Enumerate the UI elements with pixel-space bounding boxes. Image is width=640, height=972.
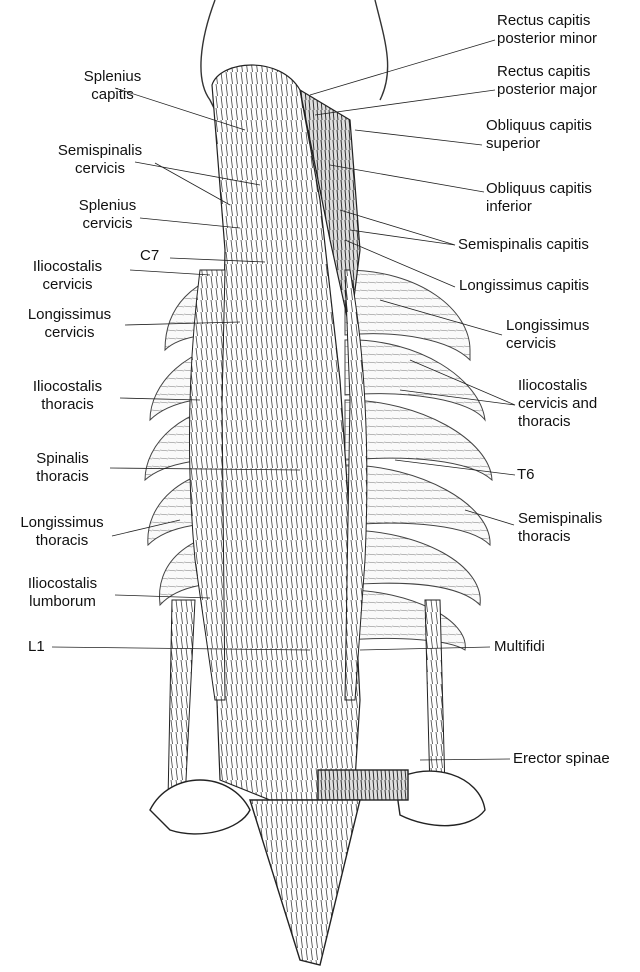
label-obliquus-capitis-superior: Obliquus capitis superior bbox=[486, 117, 592, 153]
label-rectus-capitis-posterior-major: Rectus capitis posterior major bbox=[497, 63, 597, 99]
erector-spinae-column bbox=[212, 65, 360, 800]
label-multifidi: Multifidi bbox=[494, 638, 545, 656]
label-longissimus-thoracis: Longissimus thoracis bbox=[2, 514, 122, 550]
label-splenius-capitis: Splenius capitis bbox=[55, 68, 170, 104]
label-longissimus-capitis: Longissimus capitis bbox=[459, 277, 589, 295]
label-iliocostalis-thoracis: Iliocostalis thoracis bbox=[10, 378, 125, 414]
label-obliquus-capitis-inferior: Obliquus capitis inferior bbox=[486, 180, 592, 216]
label-longissimus-cervicis-right: Longissimus cervicis bbox=[506, 317, 589, 353]
label-longissimus-cervicis-left: Longissimus cervicis bbox=[12, 306, 127, 342]
label-iliocostalis-lumborum: Iliocostalis lumborum bbox=[5, 575, 120, 611]
label-spinalis-thoracis: Spinalis thoracis bbox=[10, 450, 115, 486]
label-t6: T6 bbox=[517, 466, 535, 484]
label-rectus-capitis-posterior-minor: Rectus capitis posterior minor bbox=[497, 12, 597, 48]
label-c7: C7 bbox=[140, 247, 159, 265]
label-iliocostalis-cervicis: Iliocostalis cervicis bbox=[10, 258, 125, 294]
label-iliocostalis-cervicis-thoracis: Iliocostalis cervicis and thoracis bbox=[518, 377, 597, 431]
label-semispinalis-thoracis: Semispinalis thoracis bbox=[518, 510, 602, 546]
label-semispinalis-capitis: Semispinalis capitis bbox=[458, 236, 589, 254]
label-splenius-cervicis: Splenius cervicis bbox=[50, 197, 165, 233]
label-semispinalis-cervicis: Semispinalis cervicis bbox=[30, 142, 170, 178]
label-erector-spinae: Erector spinae bbox=[513, 750, 610, 768]
pelvis-outline bbox=[150, 770, 485, 965]
label-l1: L1 bbox=[28, 638, 45, 656]
